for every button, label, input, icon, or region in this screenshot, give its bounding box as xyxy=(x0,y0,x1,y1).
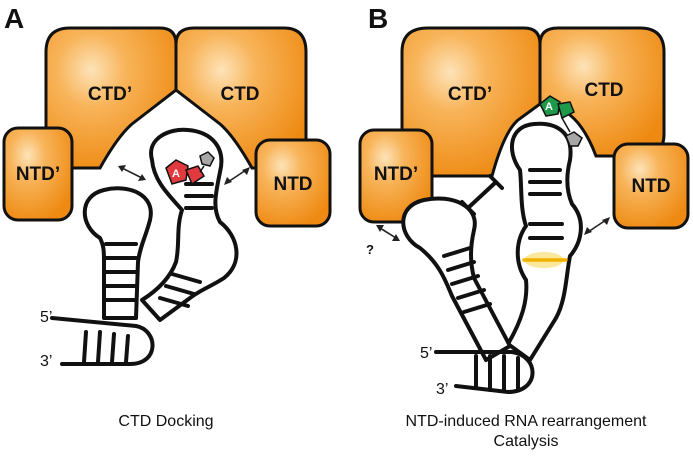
panel-a-hairpin-right xyxy=(140,127,239,322)
panel-a-ctd-prime-label: CTD’ xyxy=(88,84,132,105)
panel-a-rna: 5’ 3’ xyxy=(40,127,239,370)
panel-a-bp xyxy=(110,332,116,364)
panel-b-letter: B xyxy=(368,3,388,34)
panel-b-ntd-prime-domain: NTD’ xyxy=(358,128,434,224)
panel-b-inhibition-icon xyxy=(460,174,504,216)
panel-a-caption: CTD Docking xyxy=(118,413,213,430)
panel-b-bp xyxy=(442,246,472,258)
panel-b-double-arrow-left xyxy=(376,225,400,241)
panel-b-ctd-prime-domain: CTD’ xyxy=(400,26,542,178)
panel-a-ribose-icon xyxy=(199,151,215,167)
panel-b-ctd-label: CTD xyxy=(584,80,623,101)
panel-b-bp xyxy=(462,302,492,314)
panel-b-ntd-prime-label: NTD’ xyxy=(374,164,418,185)
panel-a-ntd-prime-domain: NTD’ xyxy=(2,126,74,222)
panel-b-ctd-prime-label: CTD’ xyxy=(448,84,492,105)
panel-a-terminal-helix xyxy=(50,316,155,366)
panel-a-bp xyxy=(96,330,102,364)
panel-b-ctd-domain: CTD xyxy=(538,26,666,158)
panel-b-ribose-icon xyxy=(565,131,583,147)
panel-b-terminal-helix xyxy=(434,350,535,395)
panel-a-bp xyxy=(82,330,88,364)
panel-b-ntd-domain: NTD xyxy=(612,142,690,230)
panel-a-bp xyxy=(170,272,202,284)
panel-a-double-arrow-right xyxy=(224,167,250,185)
panel-b-caption-line2: Catalysis xyxy=(494,433,559,450)
panel-a: A CTD’ CTD NTD’ NTD xyxy=(2,3,332,430)
panel-b-adenine-ring2 xyxy=(557,101,575,120)
panel-a-bp xyxy=(164,284,196,296)
panel-b-bp xyxy=(456,288,486,300)
panel-b: B CTD’ CTD NTD’ NTD xyxy=(358,3,690,450)
panel-a-three-prime: 3’ xyxy=(40,353,52,370)
panel-a-ntd-label: NTD xyxy=(273,174,312,195)
panel-b-hairpin-right xyxy=(506,121,583,362)
panel-b-nucleotide: A xyxy=(539,95,583,147)
panel-b-ntd-label: NTD xyxy=(631,176,670,197)
panel-a-nucleotide: A xyxy=(165,151,215,186)
panel-a-ctd-label: CTD xyxy=(220,84,259,105)
panel-b-five-prime: 5’ xyxy=(420,345,432,362)
panel-b-rna: 5’ 3’ xyxy=(401,121,583,398)
panel-b-bp xyxy=(450,274,480,286)
panel-b-double-arrow-right xyxy=(584,217,610,235)
panel-a-bp xyxy=(158,296,190,308)
panel-a-ntd-prime-label: NTD’ xyxy=(16,164,60,185)
panel-a-letter: A xyxy=(4,3,24,34)
panel-b-three-prime: 3’ xyxy=(436,381,448,398)
panel-a-ntd-domain: NTD xyxy=(254,138,332,228)
panel-b-nucleotide-letter: A xyxy=(545,101,553,113)
panel-b-hairpin-left xyxy=(401,196,512,362)
panel-a-nucleotide-letter: A xyxy=(172,168,180,180)
panel-a-double-arrow-left xyxy=(118,165,146,181)
panel-a-bp xyxy=(124,334,130,364)
panel-b-question-mark: ? xyxy=(366,242,374,257)
panel-a-five-prime: 5’ xyxy=(40,309,52,326)
panel-b-bp xyxy=(446,260,476,272)
panel-a-adenine-ring2 xyxy=(184,165,206,186)
panel-b-caption-line1: NTD-induced RNA rearrangement xyxy=(406,413,648,430)
panel-a-ctd-prime-domain: CTD’ xyxy=(44,26,178,170)
